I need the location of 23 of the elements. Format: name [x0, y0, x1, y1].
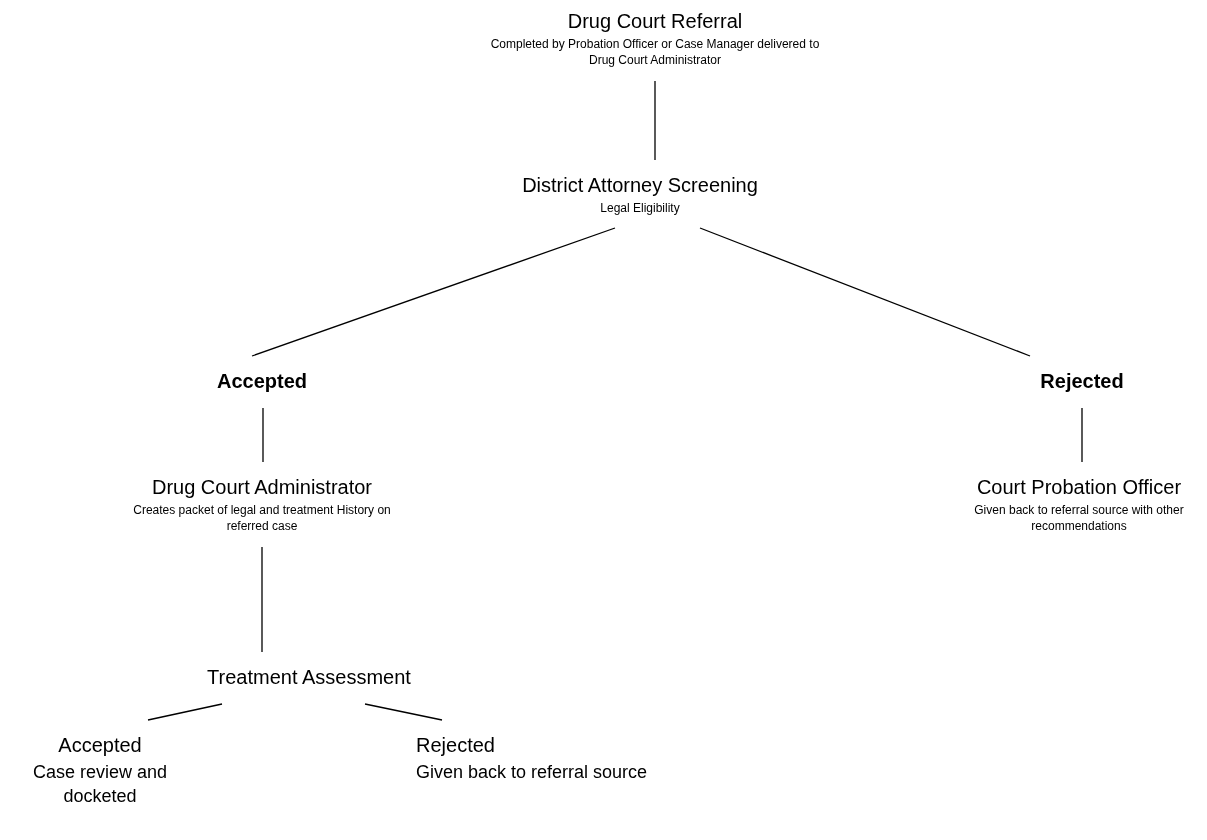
step-heading: Accepted [57, 733, 143, 758]
connector-line [364, 703, 443, 721]
step-heading: Rejected [416, 733, 496, 758]
step-heading: District Attorney Screening [521, 173, 759, 198]
step-description: Creates packet of legal and treatment History on referred case [132, 501, 392, 535]
step-heading: Drug Court Administrator [150, 475, 374, 500]
connector-line [261, 546, 263, 653]
step-description: Case review and docketed [31, 760, 169, 809]
step-description: Completed by Probation Officer or Case Manager delivered to Drug Court Administrator [489, 35, 821, 69]
step-heading: Court Probation Officer [975, 475, 1183, 500]
connector-line [262, 407, 264, 463]
step-description: Given back to referral source with other recommendations [973, 501, 1185, 535]
step-heading: Accepted [216, 369, 308, 394]
connector-line [251, 227, 616, 357]
step-heading: Treatment Assessment [206, 665, 412, 690]
connector-line [147, 703, 223, 721]
connector-line [1081, 407, 1083, 463]
step-description: Given back to referral source [416, 760, 649, 784]
step-heading: Drug Court Referral [566, 9, 744, 34]
step-heading: Rejected [1039, 369, 1125, 394]
step-description: Legal Eligibility [599, 199, 681, 216]
connector-line [654, 80, 656, 161]
connector-line [699, 227, 1031, 357]
